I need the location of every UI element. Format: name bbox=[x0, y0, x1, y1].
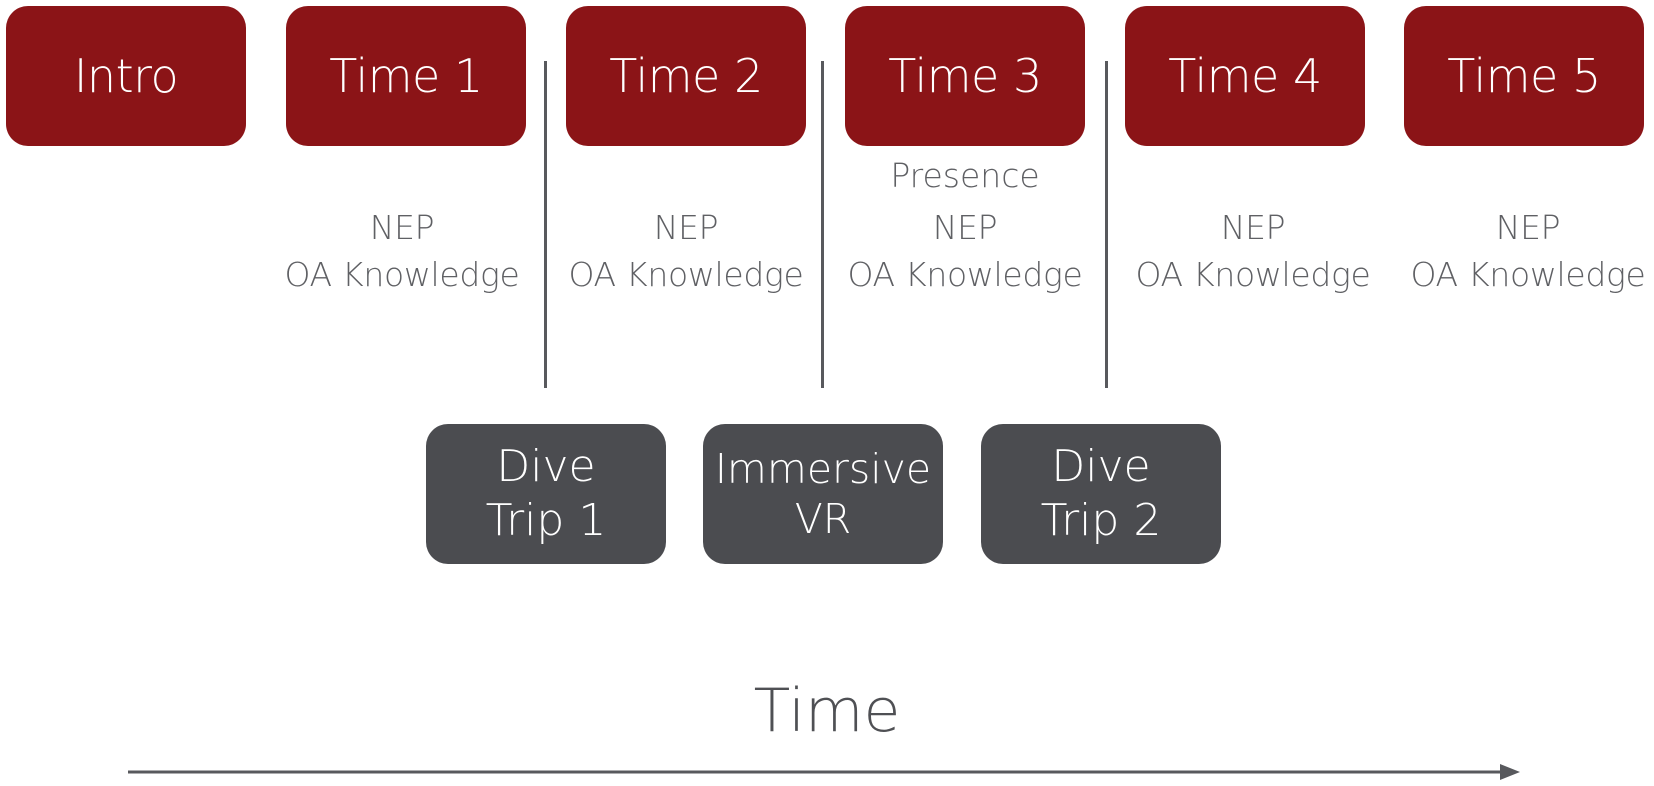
measure-nep: NEP bbox=[369, 208, 435, 247]
intervention-line: Dive bbox=[496, 441, 596, 492]
intervention-line: Dive bbox=[1051, 441, 1151, 492]
phase-box-time-3: Time 3 bbox=[845, 6, 1085, 146]
measure-nep: NEP bbox=[1495, 208, 1561, 247]
measures-time-4: NEP OA Knowledge bbox=[1123, 204, 1383, 298]
intervention-line: Trip 1 bbox=[485, 495, 607, 546]
measures-time-5: NEP OA Knowledge bbox=[1398, 204, 1654, 298]
intervention-box-immersive-vr: Immersive VR bbox=[703, 424, 943, 564]
divider-line-3 bbox=[1105, 61, 1108, 388]
intervention-line: Trip 2 bbox=[1040, 495, 1162, 546]
intervention-box-dive-trip-2: Dive Trip 2 bbox=[981, 424, 1221, 564]
divider-line-2 bbox=[821, 61, 824, 388]
divider-line-1 bbox=[544, 61, 547, 388]
measure-oa-knowledge: OA Knowledge bbox=[568, 255, 804, 294]
arrowhead-icon bbox=[1500, 764, 1520, 780]
measure-nep: NEP bbox=[653, 208, 719, 247]
measure-oa-knowledge: OA Knowledge bbox=[1410, 255, 1646, 294]
phase-box-time-4: Time 4 bbox=[1125, 6, 1365, 146]
phase-box-time-2: Time 2 bbox=[566, 6, 806, 146]
phase-box-intro: Intro bbox=[6, 6, 246, 146]
phase-box-time-5: Time 5 bbox=[1404, 6, 1644, 146]
measures-time-3: NEP OA Knowledge bbox=[835, 204, 1095, 298]
measures-time-2: NEP OA Knowledge bbox=[556, 204, 816, 298]
presence-measure-label: Presence bbox=[890, 156, 1040, 195]
measure-oa-knowledge: OA Knowledge bbox=[1135, 255, 1371, 294]
intervention-line: Immersive bbox=[714, 445, 932, 493]
measure-oa-knowledge: OA Knowledge bbox=[847, 255, 1083, 294]
intervention-line: VR bbox=[794, 495, 852, 543]
phase-box-time-1: Time 1 bbox=[286, 6, 526, 146]
measure-nep: NEP bbox=[932, 208, 998, 247]
measures-time-1: NEP OA Knowledge bbox=[272, 204, 532, 298]
time-axis-label: Time bbox=[753, 676, 901, 746]
measure-nep: NEP bbox=[1220, 208, 1286, 247]
measure-oa-knowledge: OA Knowledge bbox=[284, 255, 520, 294]
intervention-box-dive-trip-1: Dive Trip 1 bbox=[426, 424, 666, 564]
